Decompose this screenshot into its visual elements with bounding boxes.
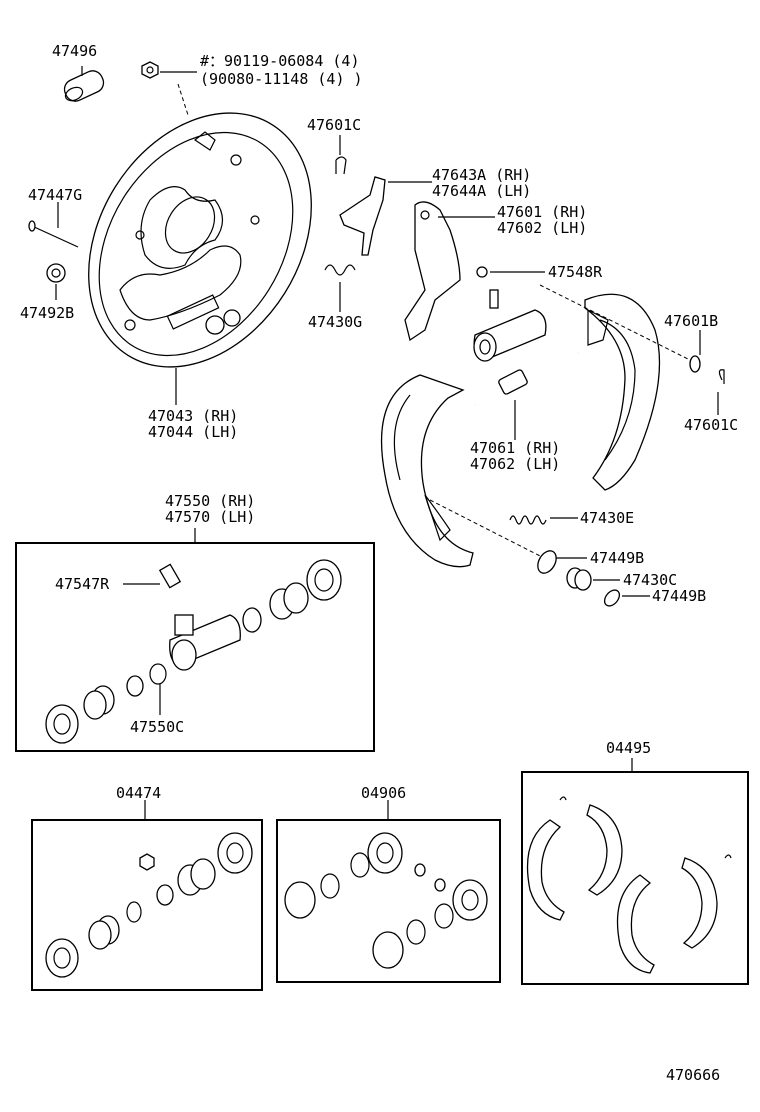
wheel-cylinder-assembly[interactable] (473, 289, 547, 362)
part-47449b-cup-2[interactable] (602, 587, 623, 609)
label-47547r: 47547R (55, 575, 110, 593)
label-47601c-top: 47601C (307, 116, 361, 134)
part-47449b-cup[interactable] (534, 548, 560, 577)
label-47550c: 47550C (130, 718, 184, 736)
label-47044: 47044 (LH) (148, 423, 238, 441)
part-47430c-spring[interactable] (566, 567, 592, 591)
part-47601b-washer[interactable] (689, 355, 701, 373)
label-47601c-right: 47601C (684, 416, 738, 434)
box-kit-04474 (31, 819, 263, 991)
brake-shoe-left[interactable] (380, 374, 474, 568)
label-bolt-line1: #：90119-06084 (4) (200, 52, 360, 70)
label-47430c: 47430C (623, 571, 677, 589)
part-47447g-pin[interactable] (28, 220, 79, 248)
label-47449b-1: 47449B (590, 549, 644, 567)
part-47430g-spring[interactable] (324, 264, 356, 276)
brake-shoe-right[interactable] (584, 293, 661, 491)
label-47061: 47061 (RH) (470, 439, 560, 457)
label-47602: 47602 (LH) (497, 219, 587, 237)
part-47601c-clip[interactable] (335, 156, 347, 175)
box-wheel-cylinder-47550 (15, 542, 375, 752)
label-47548r: 47548R (548, 263, 603, 281)
label-47449b-2: 47449B (652, 587, 706, 605)
label-kit-04495: 04495 (606, 739, 651, 757)
part-47430e-spring[interactable] (509, 515, 547, 525)
label-47601: 47601 (RH) (497, 203, 587, 221)
label-47447g: 47447G (28, 186, 82, 204)
backing-plate[interactable] (43, 72, 357, 409)
label-47430g: 47430G (308, 313, 362, 331)
label-diagram-id: 470666 (666, 1066, 720, 1084)
part-47601c-clip-right[interactable] (718, 369, 725, 384)
label-47550: 47550 (RH) (165, 492, 255, 510)
label-47601b: 47601B (664, 312, 718, 330)
part-47496-plug[interactable] (61, 68, 107, 105)
label-47492b: 47492B (20, 304, 74, 322)
label-47644a: 47644A (LH) (432, 182, 531, 200)
part-47548r-cap[interactable] (476, 266, 488, 278)
box-kit-04906 (276, 819, 501, 983)
label-kit-04906: 04906 (361, 784, 406, 802)
part-47643a-lever[interactable] (339, 176, 386, 256)
box-kit-04495 (521, 771, 749, 985)
label-47430e: 47430E (580, 509, 634, 527)
label-kit-04474: 04474 (116, 784, 161, 802)
box-04906-parts[interactable] (284, 832, 488, 969)
label-47496: 47496 (52, 42, 97, 60)
bolt-90119[interactable] (141, 61, 159, 79)
label-bolt-line2: (90080-11148 (4) ) (200, 70, 363, 88)
box-04495-parts[interactable] (526, 796, 732, 974)
part-47492b-cup[interactable] (46, 263, 66, 283)
box-47550-parts[interactable] (45, 559, 342, 744)
part-47061-adjuster[interactable] (474, 351, 579, 407)
part-47601-strut[interactable] (404, 201, 461, 342)
label-47043: 47043 (RH) (148, 407, 238, 425)
label-47643a: 47643A (RH) (432, 166, 531, 184)
label-47570: 47570 (LH) (165, 508, 255, 526)
box-04474-parts[interactable] (45, 832, 253, 978)
label-47062: 47062 (LH) (470, 455, 560, 473)
